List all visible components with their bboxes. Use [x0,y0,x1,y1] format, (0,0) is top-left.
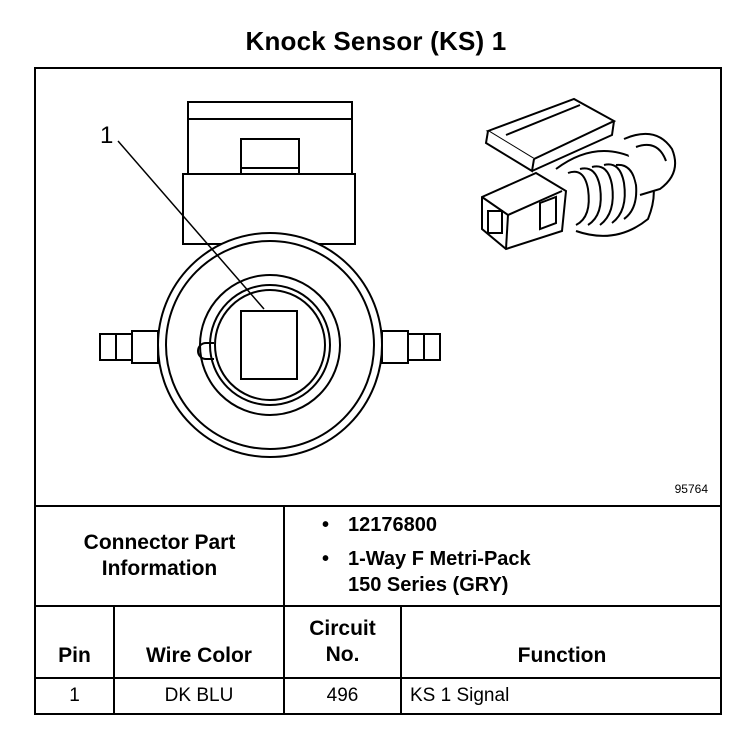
header-pin: Pin [58,644,91,667]
bullet-icon: • [322,548,330,570]
header-wire-color: Wire Color [146,644,252,667]
table-top-border [34,505,722,507]
row-circuit: 496 [326,685,359,706]
connector-drawing: 1 [99,97,676,458]
figure-number: 95764 [674,482,708,496]
part-number: 12176800 [348,514,437,536]
header-circuit: Circuit No. [285,616,400,668]
callout-label: 1 [100,122,113,149]
column-divider-wire [283,605,285,715]
connector-isometric-view [481,97,676,251]
connector-info-list: • 12176800 • 1-Way F Metri-Pack 150 Seri… [322,512,531,606]
row-function: KS 1 Signal [410,685,510,706]
connector-type: 1-Way F Metri-Pack 150 Series (GRY) [348,548,531,596]
list-item: • 12176800 [322,512,531,538]
list-item: • 1-Way F Metri-Pack 150 Series (GRY) [322,546,531,598]
connector-info-label-line1: Connector Part [83,531,236,554]
terminal-cavity [240,310,298,380]
header-divider [34,677,722,679]
diagram-frame [34,67,722,715]
table-divider [34,605,722,607]
bullet-icon: • [322,514,330,536]
header-circuit-line1: Circuit [309,617,376,640]
column-divider-info [283,505,285,607]
row-pin: 1 [69,685,80,706]
header-circuit-line2: No. [325,643,360,666]
column-divider-pin [113,605,115,715]
page-title: Knock Sensor (KS) 1 [245,26,507,56]
connector-info-label: Connector Part Information [36,530,283,582]
connector-info-label-line2: Information [101,557,218,580]
connector-latch [182,101,356,245]
header-function: Function [517,644,607,667]
column-divider-circuit [400,605,402,715]
row-wire-color: DK BLU [164,685,234,706]
callout-leader [117,140,265,310]
